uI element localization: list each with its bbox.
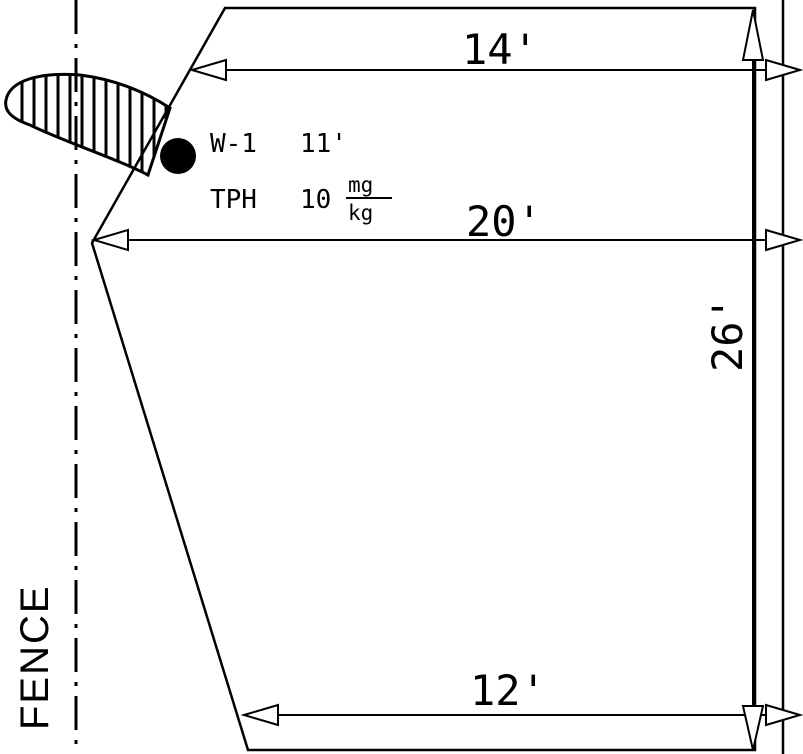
tph-value: 10 — [300, 185, 331, 215]
well-depth: 11' — [300, 129, 347, 159]
fence-label: FENCE — [13, 584, 57, 730]
well-id: W-1 — [210, 129, 257, 159]
site-outline — [90, 6, 757, 752]
arrow-vertical-top — [741, 9, 765, 61]
arrow-vertical-bottom — [741, 705, 765, 751]
arrow-mid-left — [90, 228, 129, 252]
dim-label-vertical: 26' — [703, 296, 752, 372]
dim-label-mid: 20' — [466, 197, 542, 246]
well-marker-icon — [160, 138, 196, 174]
tph-label: TPH — [210, 185, 257, 215]
dim-label-top: 14' — [462, 25, 538, 74]
arrow-mid-right — [765, 228, 803, 252]
unit-denominator: kg — [348, 201, 373, 225]
arrow-top-left — [188, 58, 227, 82]
hatched-area — [4, 72, 172, 178]
dim-label-bottom: 12' — [470, 666, 546, 715]
unit-numerator: mg — [348, 173, 373, 197]
arrow-top-right — [765, 58, 803, 82]
arrow-bottom-right — [765, 703, 803, 727]
arrow-bottom-left — [240, 703, 279, 727]
